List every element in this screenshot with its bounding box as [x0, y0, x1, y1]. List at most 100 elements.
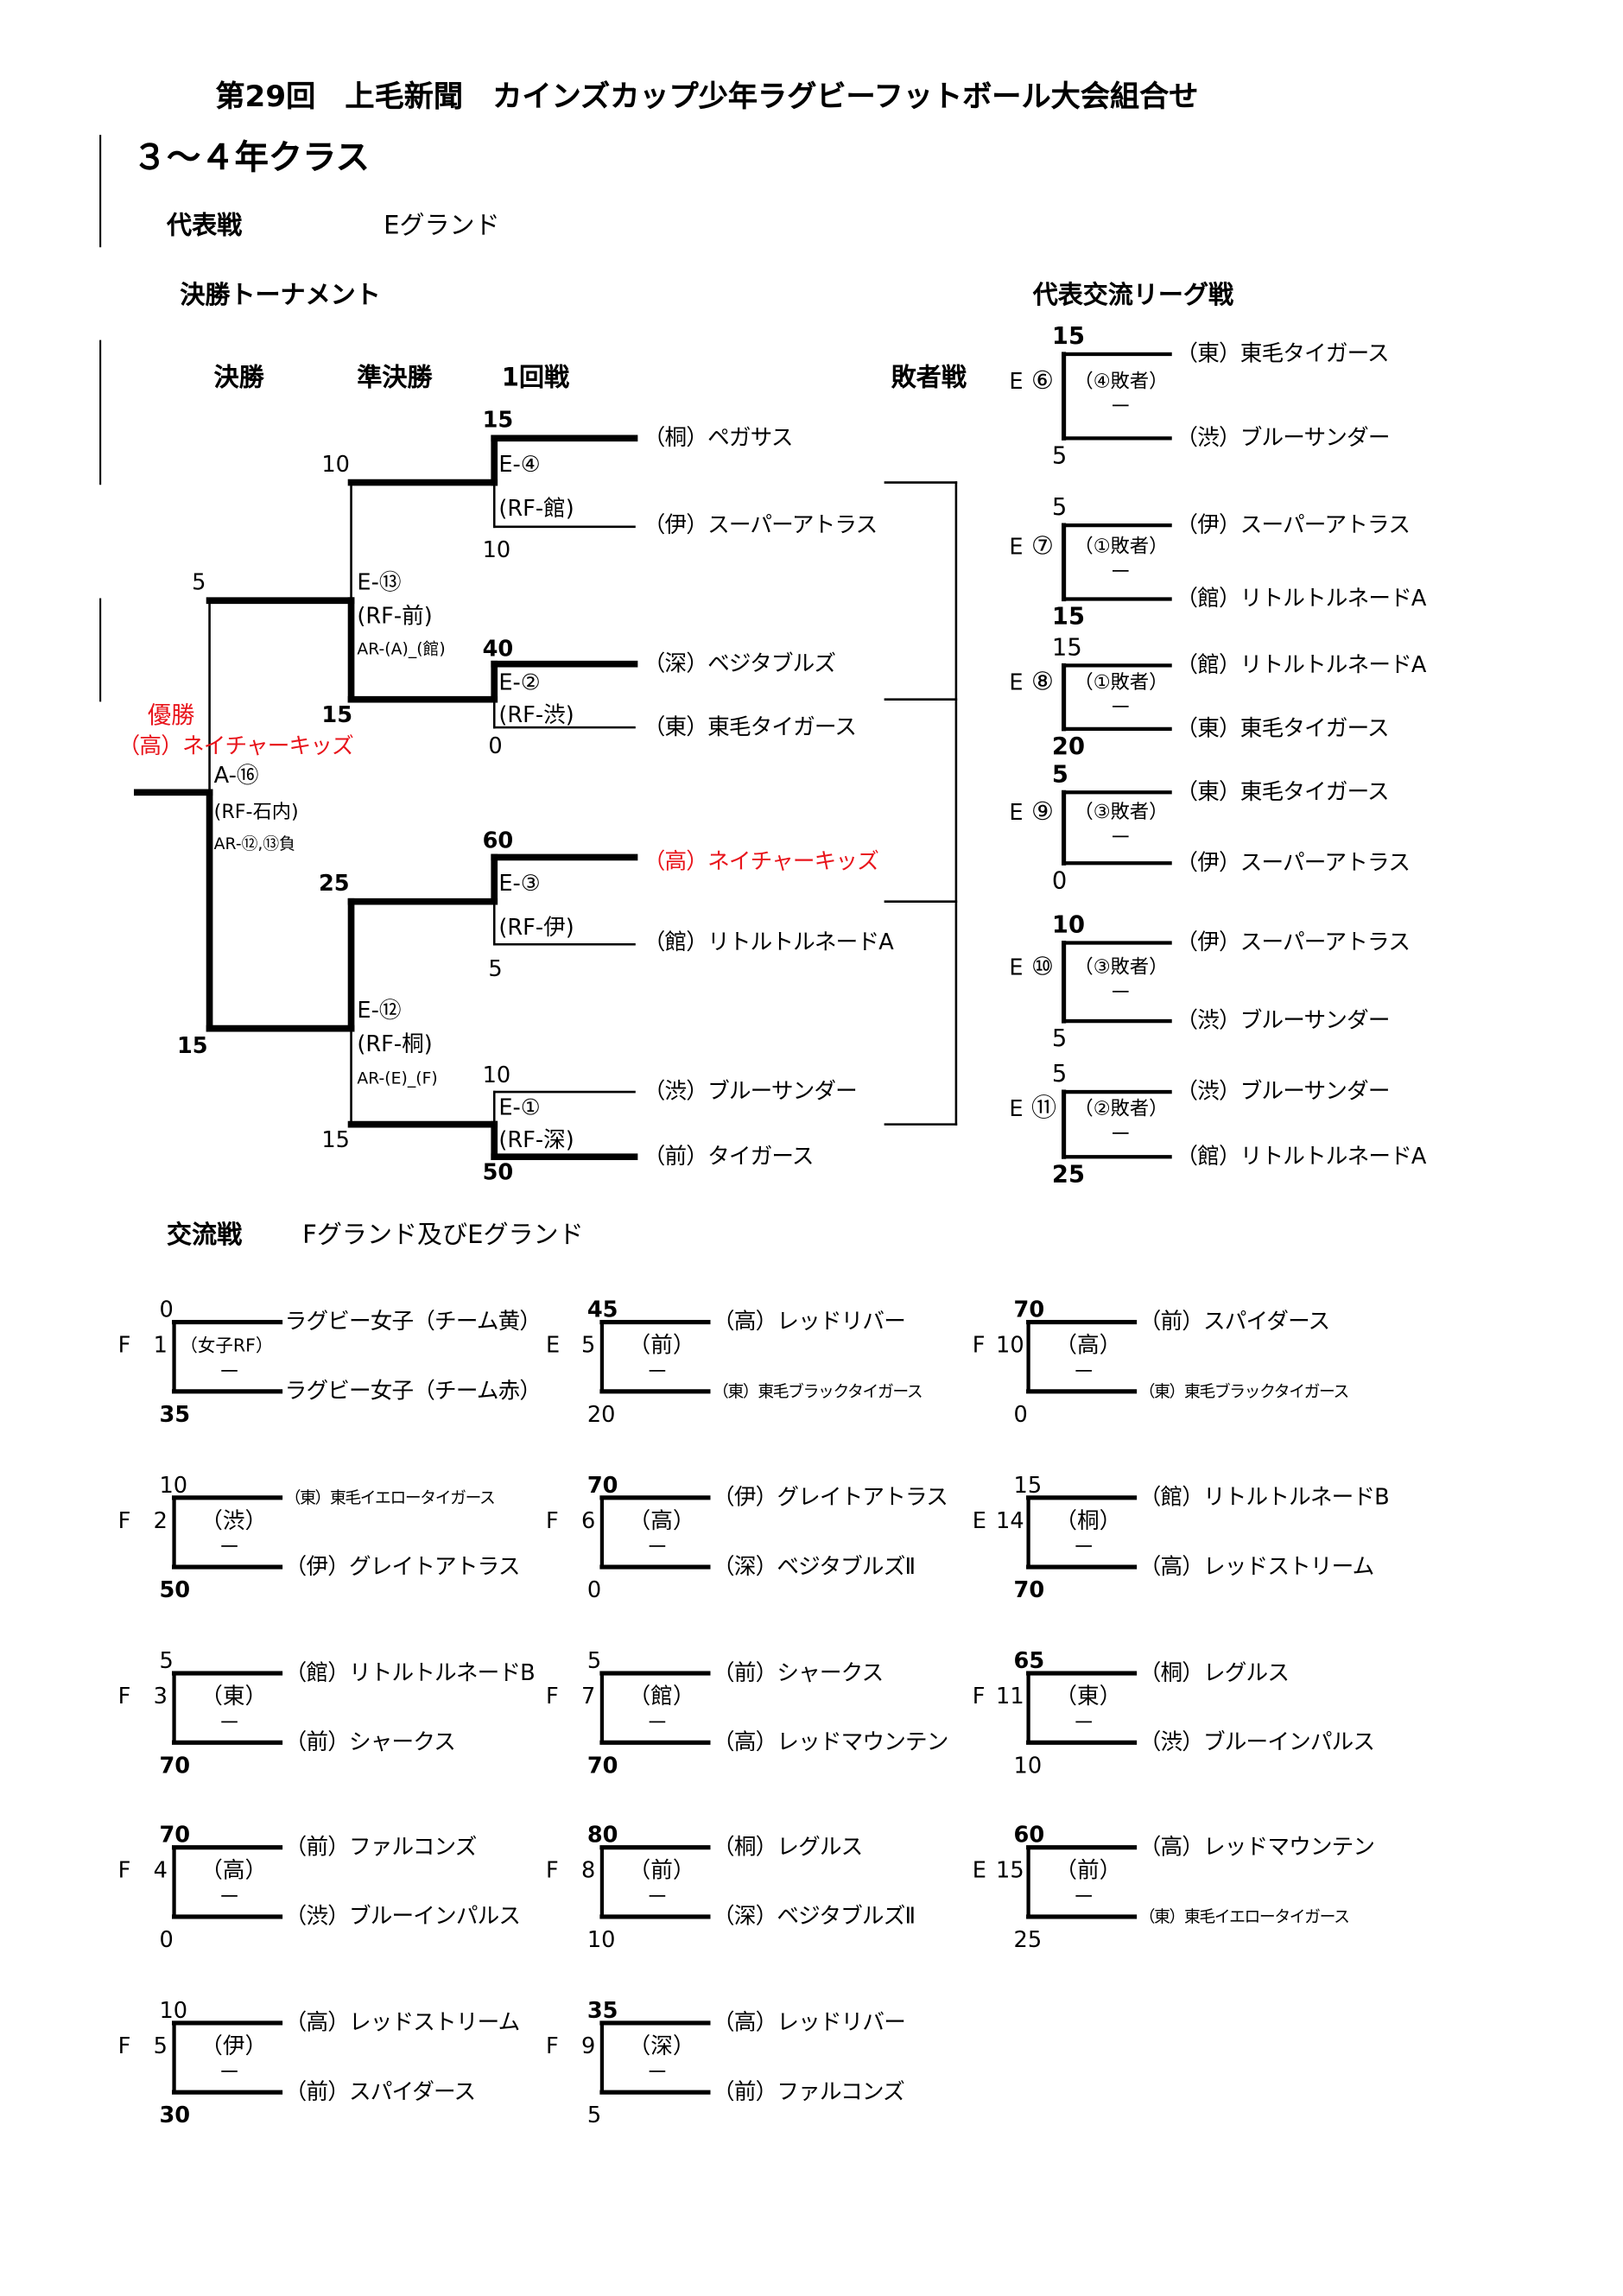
score: 70: [159, 1821, 191, 1849]
match-number: 9: [581, 2033, 596, 2059]
match-number: 6: [581, 1506, 596, 1534]
referee: (RF-前): [357, 602, 433, 630]
team-name: （伊）グレイトアトラス: [713, 1483, 948, 1511]
assistant-referee: AR-(E)_(F): [357, 1069, 438, 1088]
match-number: 14: [996, 1506, 1024, 1534]
score: 10: [482, 536, 511, 563]
score: 5: [159, 1647, 174, 1674]
referee-team: （渋）: [200, 1506, 268, 1534]
referee-team: （深）: [628, 2033, 695, 2059]
page-title: 第29回 上毛新聞 カインズカップ少年ラグビーフットボール大会組合せ: [215, 78, 1199, 114]
score: 20: [586, 1400, 616, 1428]
bracket-semifinal-e13: [347, 479, 498, 703]
team-name: （前）スパイダース: [1138, 1308, 1330, 1335]
ground-label: F: [117, 2033, 131, 2059]
team-name: （館）リトルトルネードA: [1176, 585, 1426, 612]
exchange-grounds: Fグランド及びEグランド: [302, 1221, 584, 1251]
team-name: （桐）レグルス: [713, 1833, 863, 1861]
match-id: E-④: [498, 450, 541, 478]
champion-name: （高）ネイチャーキッズ: [117, 733, 354, 759]
dash: －: [1072, 1883, 1095, 1911]
score: 5: [488, 955, 503, 982]
ground-label: E: [1009, 668, 1024, 695]
referee: (RF-桐): [357, 1031, 433, 1057]
dash: －: [1072, 1533, 1095, 1561]
score: 70: [586, 1471, 618, 1499]
ground-label: F: [117, 1506, 131, 1534]
team-name: （館）リトルトルネードB: [284, 1659, 536, 1686]
score: 0: [159, 1296, 174, 1323]
score: 20: [1051, 732, 1085, 760]
score: 10: [321, 450, 350, 478]
ground-label: F: [117, 1856, 131, 1884]
score: 60: [482, 827, 514, 854]
referee: (RF-石内): [213, 802, 299, 825]
team-name: （東）東毛タイガース: [1176, 339, 1389, 367]
score: 5: [1051, 1059, 1068, 1088]
bracket-semifinal-e12: [347, 897, 498, 1128]
score: 15: [1051, 601, 1085, 631]
team-name: （館）リトルトルネードA: [643, 929, 894, 956]
dash: －: [1072, 1709, 1095, 1736]
match-number: 15: [996, 1856, 1024, 1884]
score: 45: [586, 1296, 618, 1323]
score: 60: [1013, 1821, 1045, 1849]
team-name: （前）ファルコンズ: [284, 1833, 478, 1861]
referee-team: （桐）: [1055, 1506, 1122, 1534]
team-name-champion: （高）ネイチャーキッズ: [643, 847, 879, 875]
score: 5: [1051, 492, 1068, 521]
score: 5: [1051, 759, 1068, 789]
score: 40: [482, 635, 514, 663]
team-name: （東）東毛イエロータイガース: [1138, 1906, 1350, 1927]
match-number: ⑪: [1031, 1094, 1057, 1124]
team-name: （伊）スーパーアトラス: [1176, 849, 1411, 876]
team-name: （高）レッドストリーム: [1138, 1552, 1375, 1580]
referee-team: （東）: [1055, 1683, 1122, 1709]
score: 10: [1013, 1752, 1043, 1779]
score: 50: [482, 1158, 514, 1186]
team-name: （高）レッドストリーム: [284, 2008, 521, 2036]
score: 15: [321, 701, 353, 728]
referee-team: （東）: [200, 1683, 268, 1709]
team-name: （前）ファルコンズ: [713, 2077, 905, 2105]
ground-label: F: [546, 1683, 559, 1709]
team-name: （渋）ブルーサンダー: [643, 1077, 858, 1105]
header-semifinal: 準決勝: [357, 364, 433, 394]
team-name: （館）リトルトルネードB: [1138, 1483, 1390, 1511]
score: 5: [1051, 441, 1068, 470]
dash: －: [218, 1533, 241, 1561]
team-name: （東）東毛ブラックタイガース: [1138, 1381, 1350, 1401]
score: 5: [586, 1647, 602, 1674]
score: 15: [1051, 632, 1082, 662]
team-name: （渋）ブルーインパルス: [284, 1902, 521, 1930]
team-name: （伊）スーパーアトラス: [643, 511, 878, 538]
team-name: （高）レッドマウンテン: [713, 1728, 948, 1755]
score: 30: [159, 2102, 191, 2129]
team-name: （前）タイガース: [643, 1142, 815, 1170]
score: 0: [1013, 1400, 1028, 1428]
team-name: （桐）ペガサス: [643, 424, 794, 451]
score: 70: [586, 1752, 618, 1779]
bracket-match-e3: [491, 853, 638, 946]
bracket-match-e1: [491, 1090, 638, 1161]
score: 0: [159, 1926, 174, 1953]
team-name: （高）レッドリバー: [713, 1308, 906, 1335]
ground-label: E: [546, 1331, 561, 1359]
header-losers: 敗者戦: [891, 364, 967, 394]
loser-note: （①敗者）: [1074, 536, 1169, 559]
score: 50: [159, 1576, 191, 1603]
score: 65: [1013, 1647, 1045, 1674]
dash: －: [646, 1709, 669, 1736]
bracket-match-e4: [491, 434, 638, 529]
referee-team: （高）: [628, 1506, 695, 1534]
header-first-round: 1回戦: [501, 364, 570, 394]
score: 70: [159, 1752, 191, 1779]
team-name: （東）東毛タイガース: [1176, 714, 1389, 742]
match-number: ⑨: [1031, 797, 1055, 828]
ground-label: F: [972, 1683, 986, 1709]
referee-team: （館）: [628, 1683, 695, 1709]
referee-team: （高）: [200, 1856, 268, 1884]
ground-label: F: [972, 1331, 986, 1359]
score: 5: [586, 2102, 602, 2129]
